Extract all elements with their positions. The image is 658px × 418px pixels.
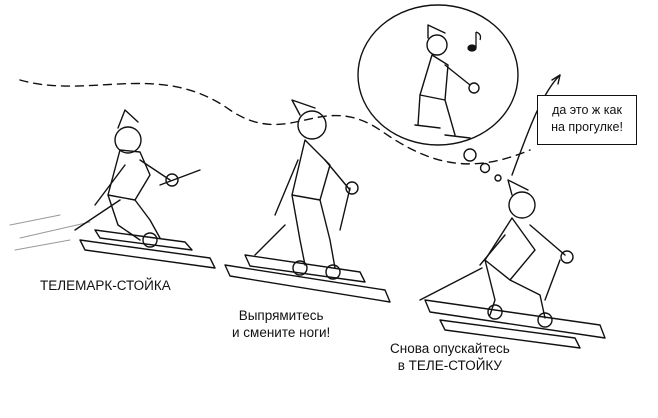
caption-telemark-stance: ТЕЛЕМАРК-СТОЙКА [40, 277, 171, 294]
skier-lowering [419, 179, 606, 349]
arrow-icon [511, 74, 561, 176]
caption-lower-line2: в ТЕЛЕ-СТОЙКУ [397, 358, 502, 373]
slope-shading [9, 214, 91, 251]
skier-straightening [224, 99, 391, 303]
caption-straighten: Выпрямитесь и смените ноги! [232, 307, 330, 341]
music-note-icon [467, 31, 482, 52]
skier-telemark [74, 109, 216, 269]
caption-telemark-stance-text: ТЕЛЕМАРК-СТОЙКА [40, 278, 171, 293]
caption-straighten-line2: и смените ноги! [232, 325, 331, 340]
speech-bubble-line1: да это ж как [552, 103, 622, 117]
caption-lower-again: Снова опускайтесь в ТЕЛЕ-СТОЙКУ [390, 340, 510, 374]
trajectory-path [19, 79, 531, 165]
speech-bubble-line2: на прогулке! [551, 120, 623, 134]
walking-skier [414, 24, 480, 139]
caption-straighten-line1: Выпрямитесь [238, 308, 324, 323]
caption-lower-line1: Снова опускайтесь [390, 341, 510, 356]
speech-bubble: да это ж как на прогулке! [537, 95, 637, 145]
thought-bubble [357, 4, 519, 146]
